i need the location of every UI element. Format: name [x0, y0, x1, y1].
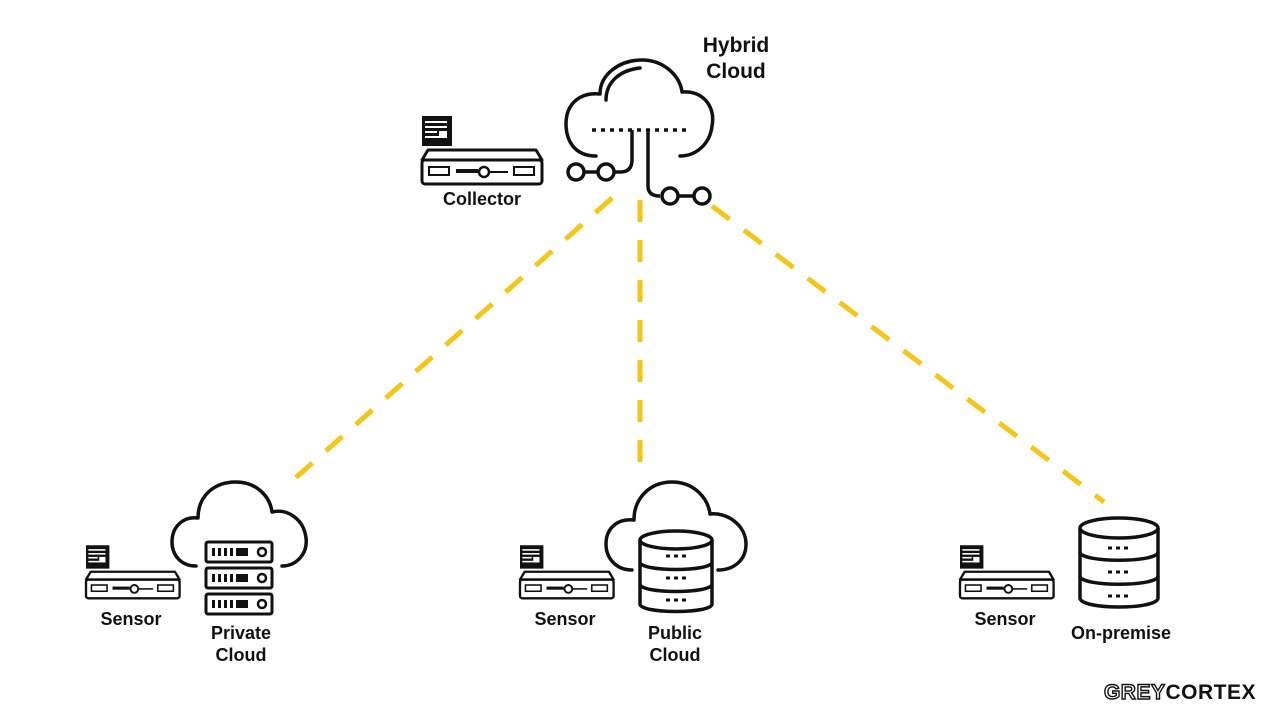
server-rack-icon [204, 540, 274, 616]
hybrid-cloud-label-line2: Cloud [706, 60, 766, 83]
link-hybrid-onprem [710, 204, 1106, 504]
hybrid-cloud-label: Hybrid Cloud [688, 33, 784, 85]
brand-logo-part1: GREY [1103, 680, 1166, 704]
sensor-private-appliance-icon [84, 544, 181, 600]
private-cloud-label-line1: Private [210, 623, 272, 643]
sensor-onprem-appliance-icon [958, 544, 1055, 600]
public-cloud-label: Public Cloud [630, 622, 720, 666]
hybrid-cloud-icon [564, 58, 715, 206]
database-icon [638, 529, 714, 614]
sensor-public-appliance-icon [518, 544, 615, 600]
on-premise-database-icon [1078, 516, 1160, 609]
hybrid-cloud-label-line1: Hybrid [702, 34, 770, 57]
collector-label: Collector [442, 189, 521, 209]
brand-logo-part2: CORTEX [1165, 681, 1256, 704]
private-cloud-label-line2: Cloud [215, 645, 267, 665]
public-cloud-label-line1: Public [647, 623, 702, 643]
sensor-onprem-label: Sensor [974, 609, 1036, 629]
brand-logo: GREYCORTEX [1103, 680, 1256, 705]
collector-appliance-icon [420, 114, 544, 186]
public-cloud-label-line2: Cloud [649, 645, 701, 665]
on-premise-label: On-premise [1070, 623, 1172, 643]
private-cloud-icon [170, 480, 308, 616]
link-hybrid-private [282, 196, 614, 490]
sensor-public-label: Sensor [534, 609, 596, 629]
sensor-private-label: Sensor [100, 609, 162, 629]
private-cloud-label: Private Cloud [196, 622, 286, 666]
public-cloud-icon [604, 480, 748, 614]
